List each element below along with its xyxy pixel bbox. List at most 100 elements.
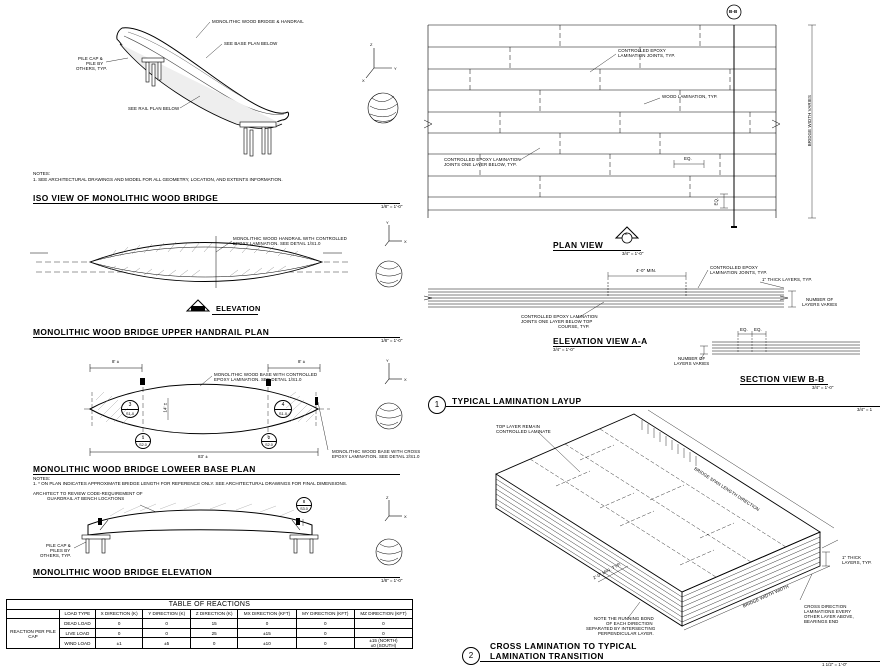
reactions-cell: ±1 (94, 637, 144, 650)
base-callout-base-line-2: EPOXY LAMINATION. SEE DETAIL 1/S1.0 (214, 377, 302, 382)
elev-aa-callout-joints-line-2: LAMINATION JOINTS, TYP. (710, 270, 768, 275)
detail-1-number: 1 (434, 400, 440, 409)
section-tag-4[interactable]: 4 S1.0 (274, 400, 292, 418)
svg-text:X: X (404, 514, 407, 519)
base-note-1: 1. * ON PLAN INDICATES APPROXIMATE BRIDG… (33, 481, 348, 486)
iso-view-title: ISO VIEW OF MONOLITHIC WOOD BRIDGE (33, 193, 219, 203)
detail-2-callout-running-line-3: SEPARATED BY INTERSECTING (586, 626, 656, 631)
elev-aa-title-rule (553, 346, 641, 347)
detail-tag-8[interactable]: 8 S3.0 (296, 497, 312, 513)
handrail-callout-line-1: MONOLITHIC WOOD HANDRAIL WITH CONTROLLED (233, 236, 347, 241)
detail-2-title-rule (480, 661, 880, 662)
handrail-elevation-label: ELEVATION (216, 304, 261, 313)
grid-tag-1-sheet: S2.0 (139, 443, 147, 447)
section-tag-3-sheet: S1.0 (125, 411, 135, 416)
elev-callout-pile-line-1: PILE CAP & (46, 543, 71, 548)
base-notes-label: NOTES: (33, 476, 51, 481)
svg-text:Y: Y (386, 358, 389, 363)
section-tag-4-number: 4 (275, 401, 291, 410)
svg-text:X: X (362, 78, 365, 83)
detail-2-number-bubble: 2 (462, 647, 480, 665)
grid-tag-2[interactable]: 2 S2.0 (261, 433, 277, 449)
elev-aa-callout-thick: 1" THICK LAYERS, TYP. (762, 277, 813, 282)
plan-callout-joints-line-1: CONTROLLED EPOXY (618, 48, 666, 53)
elevation-scale: 1/8" = 1'-0" (381, 578, 403, 583)
sec-bb-callout-layers-line-2: LAYERS VARIES (674, 361, 710, 366)
detail-2-callout-thick-line-2: LAYERS, TYP. (842, 560, 872, 565)
detail-1-title-rule (446, 406, 880, 407)
elev-aa-callout-joints-line-1: CONTROLLED EPOXY (710, 265, 758, 270)
reactions-cell: 0 (189, 637, 239, 650)
elevation-title-rule (33, 577, 400, 578)
detail-2-number: 2 (468, 651, 474, 660)
plan-title-rule (553, 250, 641, 251)
detail-2-title-line-1: CROSS LAMINATION TO TYPICAL (490, 641, 637, 651)
iso-scale: 1/8" = 1'-0" (381, 204, 403, 209)
elev-callout-pile-line-2: PILES BY (50, 548, 71, 553)
handrail-elevation-rule (212, 314, 258, 315)
reactions-type-cell: WIND LOAD (59, 637, 96, 650)
base-plan-title: MONOLITHIC WOOD BRIDGE LOWEER BASE PLAN (33, 464, 256, 474)
reactions-cell: ±15 (NORTH) ±0 (SOUTH) (353, 637, 414, 650)
detail-2-callout-cross-line-3: OTHER LAYER ABOVE, (804, 614, 854, 619)
svg-text:X: X (404, 239, 407, 244)
plan-callout-below-line-1: CONTROLLED EPOXY LAMINATION (444, 157, 521, 162)
sec-bb-title: SECTION VIEW B-B (740, 374, 825, 384)
base-callout-base-line-1: MONOLITHIC WOOD BASE WITH CONTROLLED (214, 372, 318, 377)
plan-section-tag[interactable]: B-B (729, 9, 738, 14)
table-row: WIND LOAD ±1 ±5 0 ±10 0 ±15 (NORTH) ±0 (… (7, 637, 414, 650)
section-tag-3[interactable]: 3 S1.0 (121, 400, 139, 418)
detail-2-callout-running-line-4: PERPENDICULAR LAYER. (598, 631, 654, 636)
detail-2-callout-cross-line-1: CROSS DIRECTION (804, 604, 847, 609)
plan-view-title: PLAN VIEW (553, 240, 604, 250)
elev-callout-architect-line-1: ARCHITECT TO REVIEW CODE-REQUIREMENT OF (33, 491, 143, 496)
svg-text:X: X (404, 377, 407, 382)
detail-1-scale: 3/4" = 1 (857, 407, 873, 412)
grid-tag-1[interactable]: 1 S2.0 (135, 433, 151, 449)
sec-bb-title-rule (740, 384, 828, 385)
elev-aa-title: ELEVATION VIEW A-A (553, 336, 648, 346)
plan-callout-wood: WOOD LAMINATION, TYP. (662, 94, 718, 99)
base-dim-length: 83' ± (198, 454, 208, 459)
grid-tag-2-sheet: S2.0 (265, 443, 273, 447)
detail-2-title-line-2: LAMINATION TRANSITION (490, 651, 604, 661)
plan-scale: 3/4" = 1'-0" (622, 251, 644, 256)
detail-2-scale: 1 1/2" = 1'-0" (822, 662, 848, 667)
elev-callout-pile-line-3: OTHERS, TYP. (40, 553, 72, 558)
detail-tag-8-sheet: S3.0 (300, 507, 308, 511)
grid-tag-2-number: 2 (262, 434, 276, 442)
iso-callout-bridge: MONOLITHIC WOOD BRIDGE & HANDRAIL (212, 19, 304, 24)
detail-2-callout-cross-line-4: BEARINGS END (804, 619, 839, 624)
iso-callout-base-plan: SEE BASE PLAN BELOW (224, 41, 278, 46)
iso-callout-rail-plan: SEE RAIL PLAN BELOW (128, 106, 180, 111)
base-title-rule (33, 474, 400, 475)
elev-aa-callout-below-line-3: COURSE, TYP. (558, 324, 590, 329)
elev-callout-architect-line-2: GUARDRAIL AT BENCH LOCATIONS (47, 496, 125, 501)
iso-callout-pile-cap-line-1: PILE CAP & (78, 56, 103, 61)
detail-2-callout-cross-line-2: LAMINATIONS EVERY (804, 609, 852, 614)
elev-aa-callout-layers-line-2: LAYERS VARIES (802, 302, 838, 307)
iso-notes-label: NOTES: (33, 171, 51, 176)
plan-callout-below-line-2: JOINTS ONE LAYER BELOW, TYP. (444, 162, 517, 167)
handrail-plan-title: MONOLITHIC WOOD BRIDGE UPPER HANDRAIL PL… (33, 327, 270, 337)
iso-callout-pile-cap-line-2: PILE BY (86, 61, 104, 66)
reactions-cell: ±5 (142, 637, 191, 650)
section-tag-3-number: 3 (122, 401, 138, 410)
handrail-scale: 1/8" = 1'-0" (381, 338, 403, 343)
section-tag-4-sheet: S1.0 (278, 411, 288, 416)
sec-bb-dim-eq-1: EQ. (740, 327, 748, 332)
plan-callout-joints-line-2: LAMINATION JOINTS, TYP. (618, 53, 676, 58)
detail-2-callout-top-line-1: TOP LAYER REMAIN (496, 424, 541, 429)
detail-2-callout-top-line-2: CONTROLLED LAMINATE (496, 429, 551, 434)
svg-text:Y: Y (394, 66, 397, 71)
sec-bb-dim-eq-2: EQ. (754, 327, 762, 332)
bridge-elevation-title: MONOLITHIC WOOD BRIDGE ELEVATION (33, 567, 213, 577)
reactions-cell: ±10 (237, 637, 297, 650)
elev-aa-callout-layers-line-1: NUMBER OF (806, 297, 834, 302)
